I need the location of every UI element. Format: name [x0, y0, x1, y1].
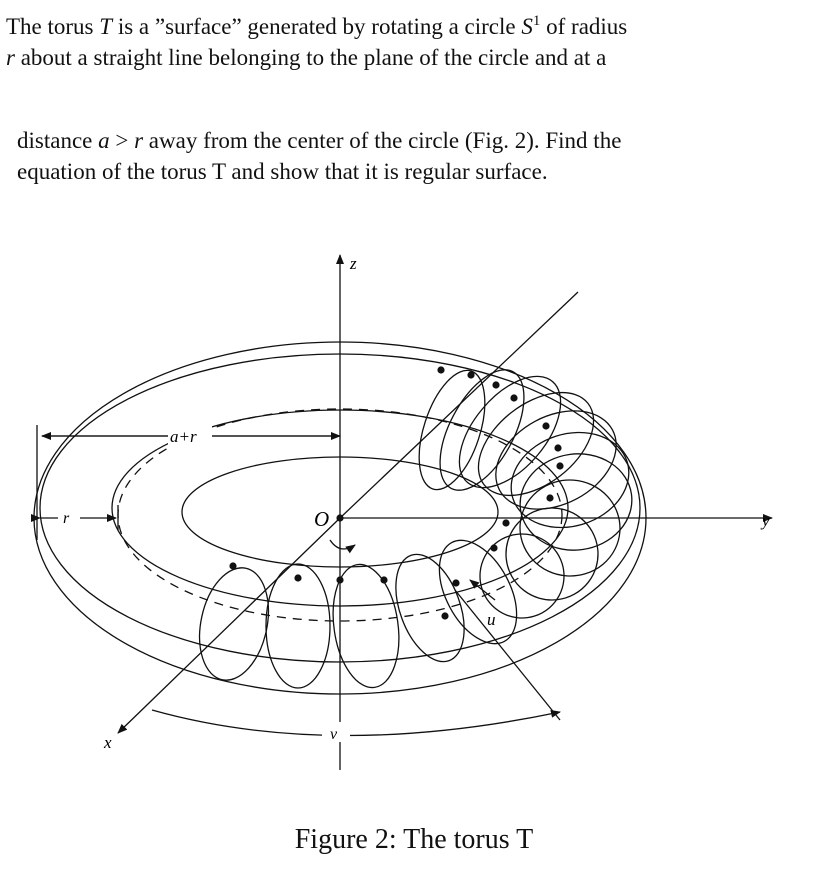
meridian-circle	[495, 410, 617, 510]
math-symbol: a	[98, 128, 110, 153]
text-run: is a ”surface” generated by rotating a c…	[112, 14, 522, 39]
meridian-circle	[510, 431, 630, 529]
meridian-point	[554, 444, 562, 452]
meridian-point	[467, 371, 475, 379]
meridian-circle	[332, 563, 400, 689]
meridian-circle	[505, 507, 599, 601]
torus-figure: z y x O a+r r u v	[31, 254, 773, 770]
meridian-circle	[265, 563, 331, 689]
u-label: u	[487, 610, 496, 629]
meridian-point	[229, 562, 237, 570]
meridian-point	[380, 576, 388, 584]
y-axis-label: y	[760, 511, 770, 530]
text-run: The torus	[6, 14, 100, 39]
z-axis-label: z	[349, 254, 357, 273]
angle-arc	[329, 539, 356, 554]
meridian-circle	[198, 567, 270, 681]
figure-caption: Figure 2: The torus T	[294, 824, 534, 855]
meridian-point	[492, 381, 500, 389]
problem-statement: The torus T is a ”surface” generated by …	[6, 11, 627, 73]
meridian-circles	[198, 369, 633, 689]
meridian-circle	[438, 539, 518, 645]
a-plus-r-label: a+r	[170, 427, 197, 446]
meridian-point	[502, 519, 510, 527]
text-run: away from the center of the circle (Fig.…	[143, 128, 622, 153]
meridian-circle	[458, 375, 562, 489]
v-label: v	[330, 726, 338, 743]
origin-label: O	[314, 507, 329, 531]
meridian-point	[490, 544, 498, 552]
math-symbol: r	[134, 128, 144, 153]
meridian-point	[546, 494, 554, 502]
x-axis-label: x	[103, 733, 112, 752]
meridian-circle	[519, 453, 633, 551]
problem-statement-continued: distance a > r away from the center of t…	[17, 125, 621, 187]
meridian-point	[437, 366, 445, 374]
meridian-circle	[395, 553, 465, 663]
meridian-point	[542, 422, 550, 430]
meridian-circle	[418, 369, 486, 491]
math-superscript: 1	[532, 13, 541, 29]
math-symbol: S	[521, 14, 533, 39]
meridian-circle	[477, 391, 595, 497]
x-axis	[117, 517, 341, 734]
meridian-point	[510, 394, 518, 402]
radial-guide	[454, 589, 561, 721]
meridian-point	[294, 574, 302, 582]
meridian-circle	[439, 369, 525, 491]
r-label: r	[63, 510, 70, 527]
origin-point	[336, 514, 344, 522]
meridian-point	[452, 579, 460, 587]
text-run: of radius	[540, 14, 628, 39]
v-arc	[151, 709, 561, 737]
meridian-circle	[519, 479, 621, 577]
math-symbol: r	[6, 45, 15, 70]
meridian-point	[556, 462, 564, 470]
text-run: equation of the torus T and show that it…	[17, 159, 548, 184]
meridian-circle	[479, 533, 565, 619]
text-run: about a straight line belonging to the p…	[14, 45, 607, 70]
math-operator: >	[109, 128, 135, 153]
text-run: distance	[17, 128, 99, 153]
math-symbol: T	[99, 14, 113, 39]
center-point	[441, 612, 449, 620]
meridian-point	[336, 576, 344, 584]
meridian-points	[229, 366, 564, 587]
